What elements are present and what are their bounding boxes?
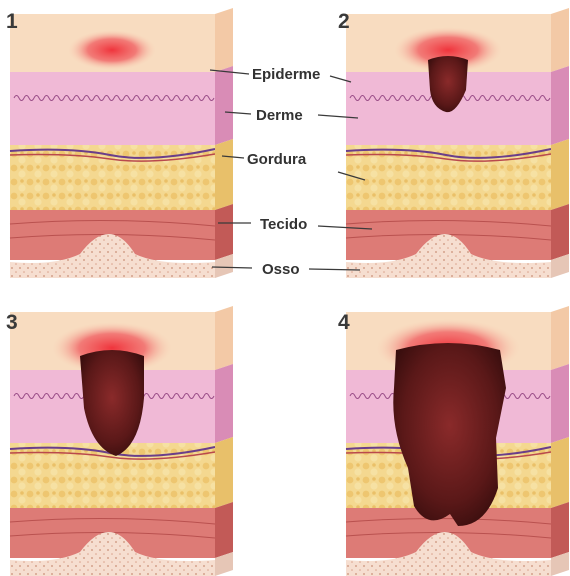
block-side-epidermis <box>551 8 569 72</box>
label-tissue: Tecido <box>260 216 307 233</box>
stage-number-2: 2 <box>338 10 350 33</box>
stage-number-1: 1 <box>6 10 18 33</box>
block-side-muscle <box>215 502 233 558</box>
block-side-dermis <box>551 364 569 443</box>
skin-block-3 <box>10 306 233 576</box>
block-side-muscle <box>215 204 233 260</box>
block-side-dermis <box>551 66 569 145</box>
block-side-fat <box>551 437 569 508</box>
panels-group <box>10 8 569 576</box>
label-epidermis: Epiderme <box>252 66 320 83</box>
block-side-fat <box>551 139 569 210</box>
label-fat: Gordura <box>247 151 307 168</box>
block-side-muscle <box>551 502 569 558</box>
dermis-layer <box>10 72 215 145</box>
block-side-epidermis <box>215 8 233 72</box>
block-side-muscle <box>551 204 569 260</box>
block-side-dermis <box>215 364 233 443</box>
stage-number-4: 4 <box>338 311 350 334</box>
block-side-dermis <box>215 66 233 145</box>
stage-number-3: 3 <box>6 311 18 334</box>
label-bone: Osso <box>262 261 300 278</box>
block-side-fat <box>215 139 233 210</box>
skin-block-2 <box>346 8 569 278</box>
skin-block-1 <box>10 8 233 278</box>
label-dermis: Derme <box>256 107 303 124</box>
skin-block-4 <box>346 306 569 576</box>
block-side-epidermis <box>215 306 233 370</box>
block-side-fat <box>215 437 233 508</box>
redness-area <box>68 30 156 70</box>
block-side-epidermis <box>551 306 569 370</box>
